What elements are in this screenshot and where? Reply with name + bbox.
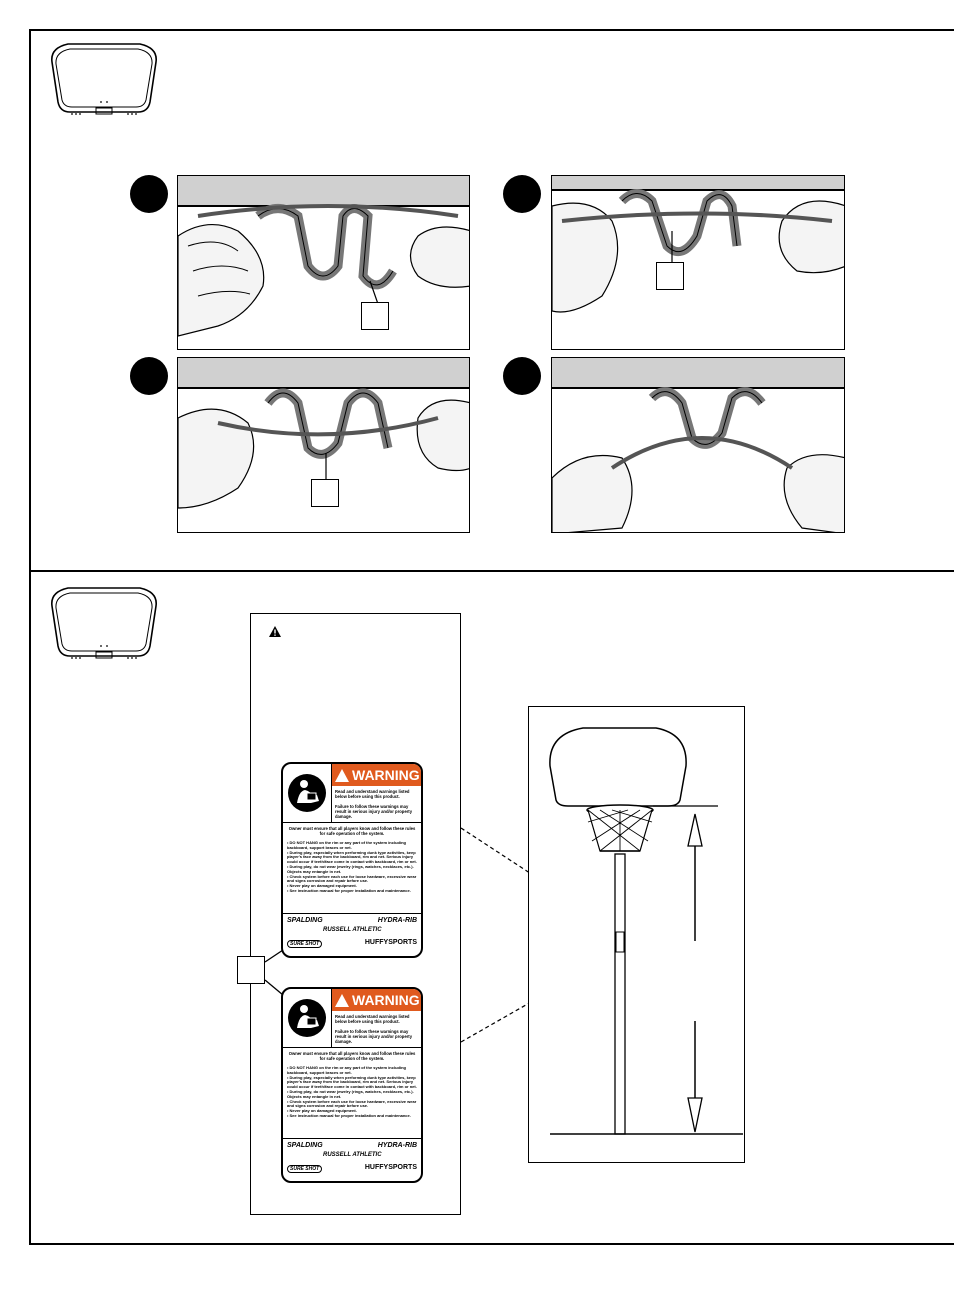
warning-consequence: Failure to follow these warnings may res… — [335, 1029, 413, 1044]
callout-box-label — [237, 956, 265, 984]
callout-box-1 — [361, 302, 389, 330]
rule-item: Check system before each use for loose h… — [287, 1099, 417, 1110]
rule-item: DO NOT HANG on the rim or any part of th… — [287, 840, 417, 851]
russell-logo: RUSSELL ATHLETIC — [323, 1152, 382, 1158]
rule-item: Never play on damaged equipment. — [287, 1108, 417, 1114]
down-arrow-icon — [687, 1021, 703, 1133]
rule-item: See instruction manual for proper instal… — [287, 1113, 417, 1119]
step-badge-4 — [503, 357, 541, 395]
step-3-photo — [177, 357, 470, 533]
step-badge-1 — [130, 175, 168, 213]
hydra-rib-logo: HYDRA-RIB — [377, 1142, 417, 1149]
warning-intro: Read and understand warnings listed belo… — [335, 789, 410, 799]
warning-rules: DO NOT HANG on the rim or any part of th… — [283, 839, 421, 896]
warning-triangle-icon — [335, 993, 349, 1007]
owner-notice: Owner must ensure that all players know … — [288, 1051, 416, 1061]
sure-shot-logo: SURE SHOT — [287, 1165, 323, 1173]
step-2-photo — [551, 175, 845, 350]
warning-heading: WARNING — [352, 767, 420, 783]
warning-heading: WARNING — [352, 992, 420, 1008]
backboard-icon — [51, 43, 157, 115]
reader-icon — [283, 764, 332, 822]
warning-label-card-1: WARNING Read and understand warnings lis… — [281, 762, 423, 958]
step-badge-3 — [130, 357, 168, 395]
warning-label-card-2: WARNING Read and understand warnings lis… — [281, 987, 423, 1183]
brand-logos: SPALDING HYDRA-RIB RUSSELL ATHLETIC SURE… — [283, 913, 421, 956]
rule-item: DO NOT HANG on the rim or any part of th… — [287, 1065, 417, 1076]
basketball-system-icon — [549, 727, 743, 1135]
up-arrow-icon — [687, 813, 703, 941]
warning-triangle-icon — [335, 768, 349, 782]
backboard-icon — [51, 587, 157, 659]
spalding-logo: SPALDING — [287, 917, 323, 924]
warning-intro: Read and understand warnings listed belo… — [335, 1014, 410, 1024]
huffy-logo: HUFFYSPORTS — [364, 939, 417, 946]
step-4-photo — [551, 357, 845, 533]
hydra-rib-logo: HYDRA-RIB — [377, 917, 417, 924]
warning-rules: DO NOT HANG on the rim or any part of th… — [283, 1064, 421, 1121]
rule-item: During play, do not wear jewelry (rings,… — [287, 864, 417, 875]
rule-item: Check system before each use for loose h… — [287, 874, 417, 885]
rule-item: See instruction manual for proper instal… — [287, 888, 417, 894]
rule-item: Never play on damaged equipment. — [287, 883, 417, 889]
rule-item: During play, do not wear jewelry (rings,… — [287, 1089, 417, 1100]
russell-logo: RUSSELL ATHLETIC — [323, 927, 382, 933]
callout-box-2 — [656, 262, 684, 290]
step-1-photo — [177, 175, 470, 350]
warning-consequence: Failure to follow these warnings may res… — [335, 804, 413, 819]
sure-shot-logo: SURE SHOT — [287, 940, 323, 948]
rule-item: During play, especially when performing … — [287, 850, 417, 865]
step-badge-2 — [503, 175, 541, 213]
rule-item: During play, especially when performing … — [287, 1075, 417, 1090]
brand-logos: SPALDING HYDRA-RIB RUSSELL ATHLETIC SURE… — [283, 1138, 421, 1181]
callout-box-3 — [311, 479, 339, 507]
bottom-panel — [29, 570, 954, 1245]
huffy-logo: HUFFYSPORTS — [364, 1164, 417, 1171]
warning-triangle-icon — [269, 626, 281, 637]
reader-icon — [283, 989, 332, 1047]
owner-notice: Owner must ensure that all players know … — [288, 826, 416, 836]
spalding-logo: SPALDING — [287, 1142, 323, 1149]
